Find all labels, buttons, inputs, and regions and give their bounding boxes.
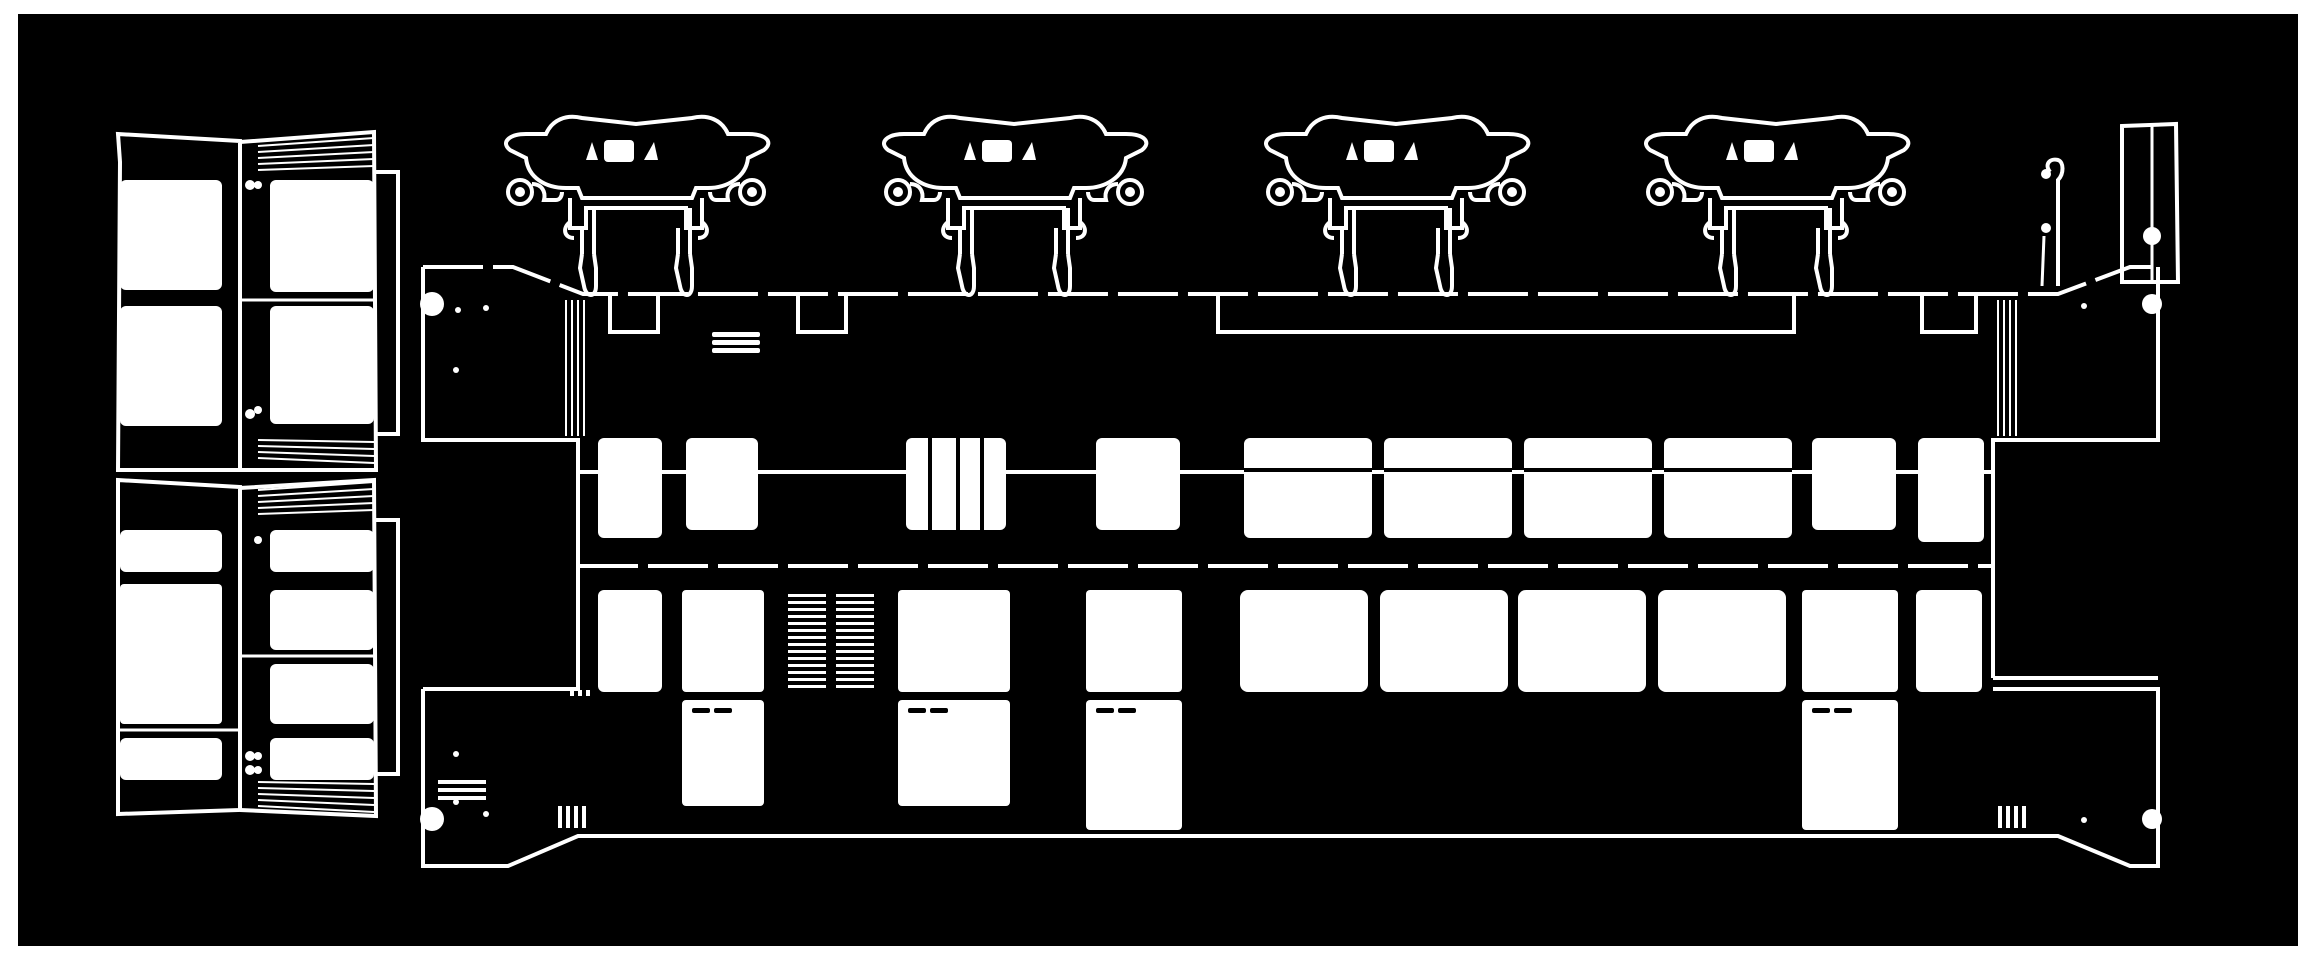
louvre-slat xyxy=(788,685,826,688)
right-end-parts xyxy=(2040,121,2181,287)
louvre-slat xyxy=(836,664,874,667)
bogie-1 xyxy=(504,114,771,297)
bogie-2 xyxy=(882,114,1149,297)
louvre-slat xyxy=(788,678,826,681)
louvre-slat xyxy=(788,657,826,660)
louvre-slat xyxy=(788,608,826,611)
louvre-slat xyxy=(788,615,826,618)
louvre-bottom xyxy=(257,439,375,464)
lower-windows xyxy=(598,590,1982,830)
louvre-slat xyxy=(836,685,874,688)
louvre-slat xyxy=(788,671,826,674)
louvre-slat xyxy=(788,643,826,646)
louvre-slat xyxy=(788,601,826,604)
louvre-slat xyxy=(836,657,874,660)
louvre-slat xyxy=(836,650,874,653)
louvre-slat xyxy=(836,643,874,646)
louvre-bottom-lower xyxy=(257,781,375,813)
louvre-slat xyxy=(788,650,826,653)
end-panel-upper xyxy=(115,129,400,472)
louvre-top xyxy=(257,137,375,171)
louvre-slat xyxy=(788,629,826,632)
vertical-grilles xyxy=(565,300,2017,436)
end-panel-lower xyxy=(116,477,400,819)
bogie-3 xyxy=(1264,114,1531,297)
louvre-slat xyxy=(836,615,874,618)
louvre-slat xyxy=(836,594,874,597)
louvre-slat xyxy=(788,664,826,667)
side-louvres xyxy=(788,594,874,688)
louvre-slat xyxy=(788,622,826,625)
buffers-and-dots xyxy=(420,292,2162,831)
end-steps xyxy=(438,690,2026,828)
louvre-slat xyxy=(836,608,874,611)
bogie-4 xyxy=(1644,114,1911,297)
louvre-slat xyxy=(788,636,826,639)
louvre-slat xyxy=(836,629,874,632)
louvre-slat xyxy=(836,678,874,681)
louvre-slat xyxy=(836,622,874,625)
louvre-slat xyxy=(836,601,874,604)
upper-windows xyxy=(598,438,1984,542)
louvre-slat xyxy=(836,636,874,639)
louvre-slat xyxy=(836,671,874,674)
body-side xyxy=(420,265,2162,868)
roof-hatches xyxy=(608,296,1978,353)
loco-body-etch-diagram xyxy=(115,114,2181,868)
etch-sheet xyxy=(18,14,2298,946)
louvre-slat xyxy=(788,594,826,597)
louvre-top-lower xyxy=(257,481,375,515)
